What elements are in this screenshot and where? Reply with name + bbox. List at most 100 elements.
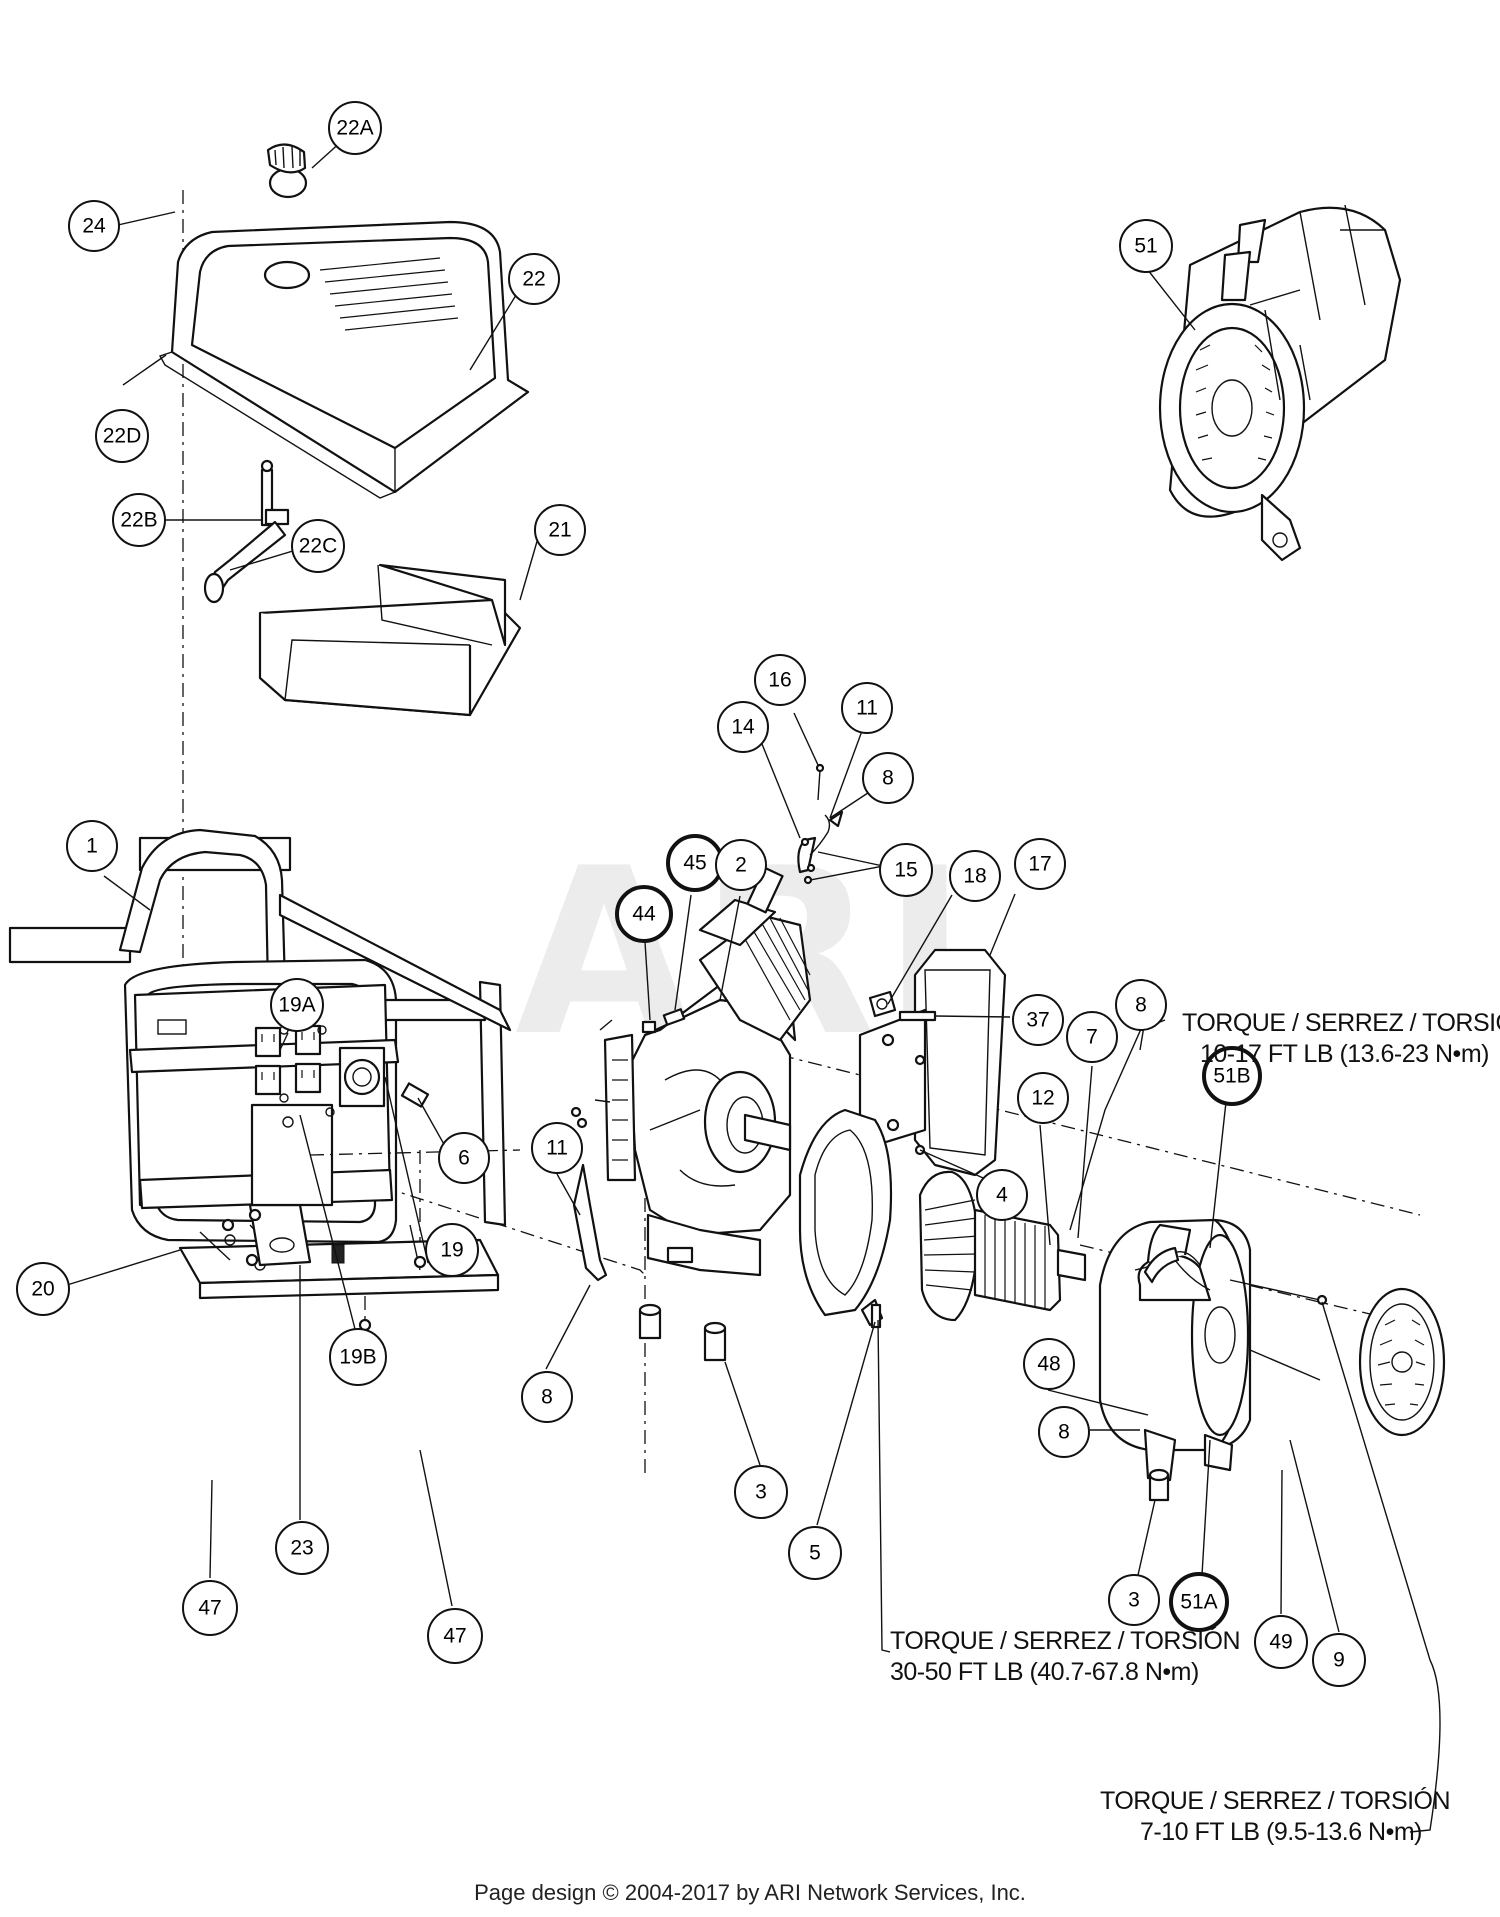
torque-note-muffler-line2: 10-17 FT LB (13.6-23 N•m): [1200, 1040, 1489, 1068]
callout-23: 23: [275, 1521, 329, 1575]
engine-adapter: [798, 1108, 893, 1329]
callout-label: 8: [1058, 1421, 1070, 1444]
callout-51: 51: [1119, 219, 1173, 273]
callout-3-center: 3: [734, 1465, 788, 1519]
callout-17: 17: [1014, 838, 1066, 890]
page-footer: Page design © 2004-2017 by ARI Network S…: [474, 1880, 1026, 1905]
callout-19b: 19B: [329, 1328, 387, 1386]
callout-circle: [1254, 1615, 1308, 1669]
muffler-17: [858, 948, 1007, 1177]
callout-bubbles: 22A 24 22 22D 22B 22C 21 51 16 14 11 8 1…: [16, 101, 1366, 1687]
callout-16: 16: [754, 654, 806, 706]
callout-label: 7: [1086, 1026, 1098, 1049]
torque-note-muffler-line1: TORQUE / SERREZ / TORSIÓN: [1182, 1009, 1500, 1037]
callout-45: 45: [666, 834, 724, 892]
callout-22a: 22A: [328, 101, 382, 155]
callout-18: 18: [949, 850, 1001, 902]
callout-22: 22: [508, 253, 560, 305]
callout-label: 37: [1026, 1009, 1049, 1032]
callout-circle: [1119, 219, 1173, 273]
callout-label: 4: [996, 1184, 1008, 1207]
callout-51a: 51A: [1169, 1572, 1229, 1632]
fuel-line-14-16: [797, 763, 844, 885]
callout-label: 51: [1134, 235, 1157, 258]
callout-label: 14: [731, 716, 755, 739]
callout-circle: [508, 253, 560, 305]
callout-8-top: 8: [862, 752, 914, 804]
callout-48: 48: [1023, 1338, 1075, 1390]
torque-note-adapter: TORQUE / SERREZ / TORSIÓN 30-50 FT LB (4…: [890, 1626, 1241, 1688]
callout-label: 6: [458, 1147, 470, 1170]
end-cover: [1358, 1287, 1446, 1437]
callout-circle: [291, 519, 345, 573]
callout-label: 8: [882, 767, 894, 790]
callout-label: 48: [1037, 1353, 1060, 1376]
callout-circle: [521, 1371, 573, 1423]
tank-tray-21: [258, 563, 522, 717]
isolator-3: [638, 1303, 727, 1362]
callout-label: 47: [198, 1597, 221, 1620]
callout-circle: [270, 978, 324, 1032]
callout-circle: [1014, 838, 1066, 890]
callout-4: 4: [976, 1169, 1028, 1221]
callout-label: 22: [522, 268, 545, 291]
callout-label: 22C: [299, 535, 338, 558]
callout-circle: [1012, 994, 1064, 1046]
callout-label: 3: [755, 1481, 767, 1504]
callout-8-right: 8: [1038, 1406, 1090, 1458]
callout-19: 19: [425, 1223, 479, 1277]
callout-circle: [841, 682, 893, 734]
callout-circle: [275, 1521, 329, 1575]
callout-20: 20: [16, 1262, 70, 1316]
callout-label: 19: [440, 1239, 463, 1262]
fuel-valve-22b-22c: [203, 459, 290, 604]
bracket-11-8: [570, 1106, 608, 1282]
callout-3-right: 3: [1108, 1574, 1160, 1626]
alternator-assembly-51: [1158, 204, 1402, 562]
callout-22c: 22C: [291, 519, 345, 573]
callout-circle: [1038, 1406, 1090, 1458]
callout-circle: [534, 504, 586, 556]
callout-label: 45: [683, 852, 706, 875]
callout-label: 5: [809, 1542, 821, 1565]
callout-circle: [1169, 1572, 1229, 1632]
callout-label: 18: [963, 865, 986, 888]
callout-label: 2: [735, 854, 747, 877]
switch-6: [400, 1082, 430, 1108]
torque-note-adapter-line2: 30-50 FT LB (40.7-67.8 N•m): [890, 1658, 1199, 1686]
control-panel-19: [128, 983, 400, 1210]
callout-15: 15: [879, 843, 933, 897]
callout-circle: [1312, 1633, 1366, 1687]
callout-label: 11: [546, 1137, 568, 1160]
callout-47-left: 47: [182, 1580, 238, 1636]
callout-label: 20: [31, 1278, 54, 1301]
callout-circle: [1017, 1072, 1069, 1124]
callout-label: 16: [768, 669, 791, 692]
callout-label: 23: [290, 1537, 313, 1560]
callout-circle: [329, 1328, 387, 1386]
engine-2: [594, 866, 812, 1277]
torque-note-adapter-line1: TORQUE / SERREZ / TORSIÓN: [890, 1627, 1241, 1655]
callout-label: 44: [632, 903, 656, 926]
callout-11-top: 11: [841, 682, 893, 734]
callout-circle: [95, 409, 149, 463]
callout-12: 12: [1017, 1072, 1069, 1124]
torque-note-stator-line1: TORQUE / SERREZ / TORSIÓN: [1100, 1787, 1451, 1815]
callout-label: 51A: [1180, 1591, 1217, 1614]
callout-label: 21: [548, 519, 571, 542]
callout-19a: 19A: [270, 978, 324, 1032]
callout-circle: [715, 839, 767, 891]
callout-label: 24: [82, 215, 106, 238]
callout-label: 8: [541, 1386, 553, 1409]
torque-note-stator: TORQUE / SERREZ / TORSIÓN 7-10 FT LB (9.…: [1100, 1786, 1451, 1848]
leader-lines: [66, 139, 1441, 1833]
callout-circle: [182, 1580, 238, 1636]
callout-circle: [68, 200, 120, 252]
callout-circle: [754, 654, 806, 706]
callout-label: 8: [1135, 994, 1147, 1017]
callout-label: 22A: [336, 117, 373, 140]
callout-label: 47: [443, 1625, 466, 1648]
callout-circle: [615, 885, 673, 943]
callout-circle: [531, 1122, 583, 1174]
callout-21: 21: [534, 504, 586, 556]
